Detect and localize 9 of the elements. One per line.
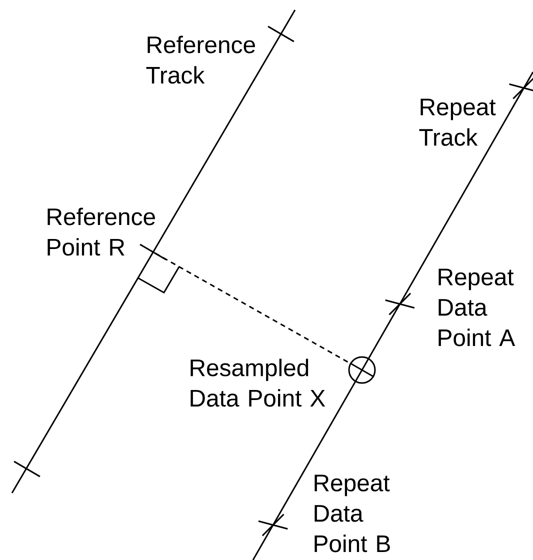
track-label: Repeat Track	[419, 98, 496, 146]
track-label: Repeat Data Point B	[314, 474, 390, 552]
dashed-line	[154, 252, 350, 364]
track-label: Reference Track	[146, 36, 255, 84]
circle-marker	[348, 356, 376, 384]
point-label: Resampled Data Point X	[190, 358, 326, 407]
track-label: Repeat Data Point A	[438, 268, 516, 346]
tick-mark	[140, 244, 166, 260]
point-label: Reference Point R	[48, 208, 155, 256]
